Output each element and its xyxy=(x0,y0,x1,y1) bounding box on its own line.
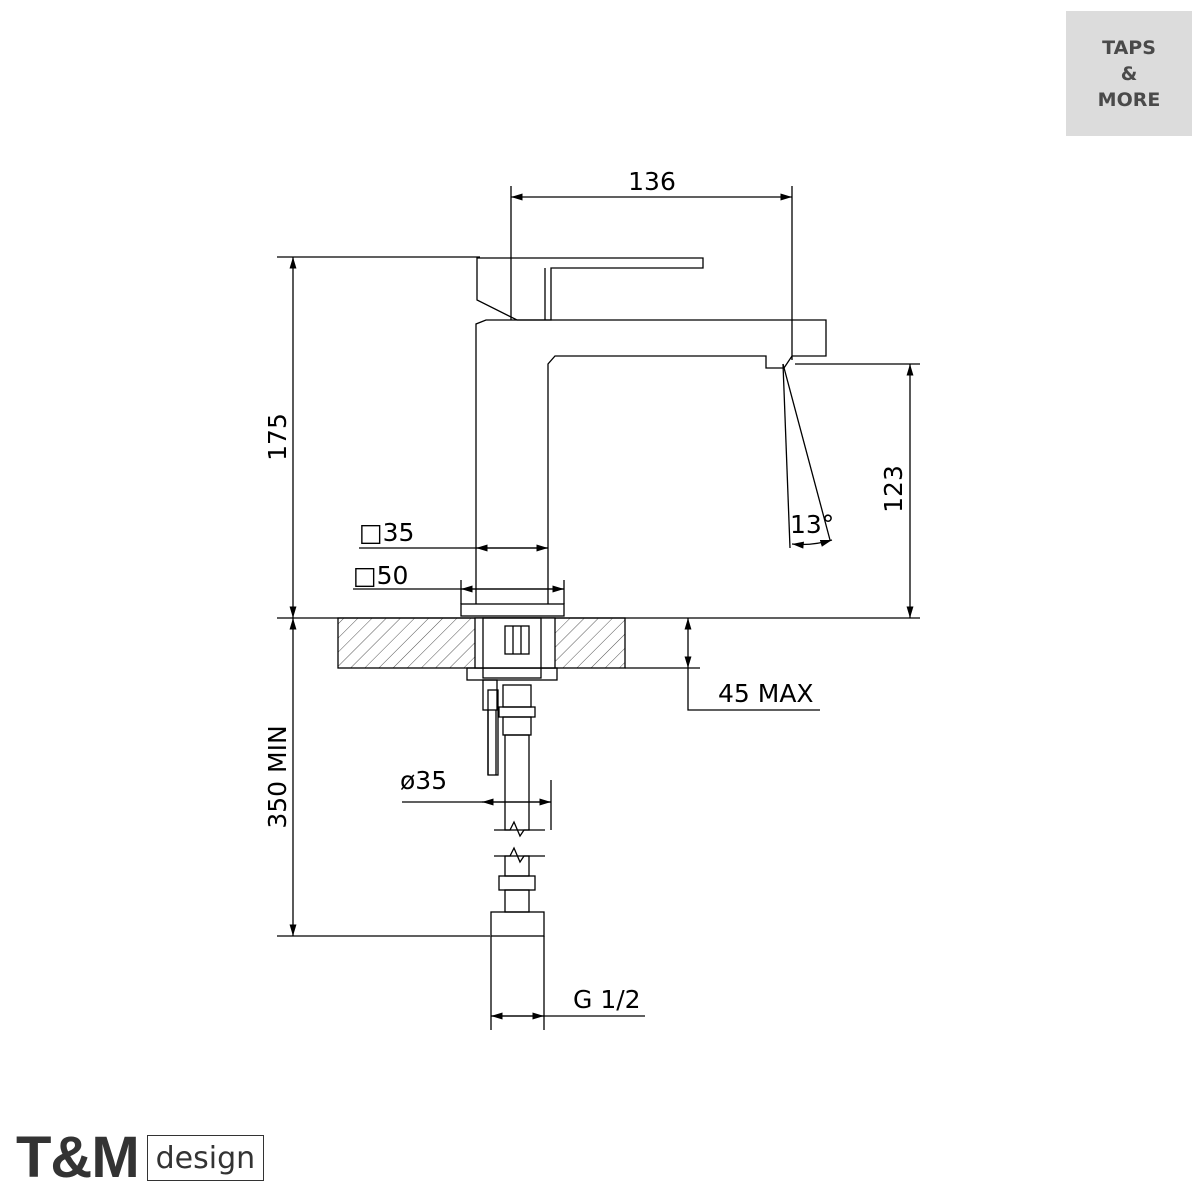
label-g-half: G 1/2 xyxy=(573,985,641,1014)
lever-outline xyxy=(476,257,704,321)
label-base-square: □50 xyxy=(353,561,408,590)
label-diameter-35: ø35 xyxy=(400,766,447,795)
connection-nut xyxy=(490,911,545,937)
taps-and-more-badge: TAPS & MORE xyxy=(1066,11,1192,136)
brand-main-text: T&M xyxy=(16,1125,140,1190)
label-175: 175 xyxy=(263,413,292,461)
faucet-body-outline xyxy=(475,319,827,604)
label-136: 136 xyxy=(628,167,676,196)
badge-line-1: TAPS xyxy=(1102,36,1156,59)
badge-line-2: & xyxy=(1120,62,1138,85)
badge-line-3: MORE xyxy=(1097,88,1161,111)
label-body-square: □35 xyxy=(359,518,414,547)
label-13-degrees: 13° xyxy=(790,510,834,539)
base-plate xyxy=(460,603,565,617)
brand-sub-text: design xyxy=(146,1135,265,1181)
tm-design-logo: T&M design xyxy=(16,1125,265,1190)
label-123: 123 xyxy=(879,465,908,513)
label-45-max: 45 MAX xyxy=(718,679,814,708)
label-350-min: 350 MIN xyxy=(263,725,292,828)
